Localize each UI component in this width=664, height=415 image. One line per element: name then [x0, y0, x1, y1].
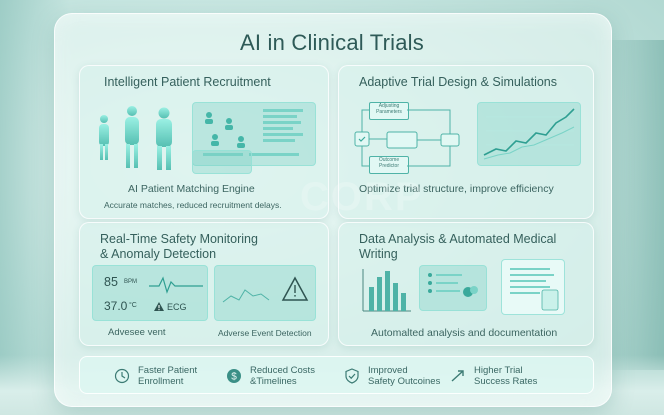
heart-rate-unit: BPM	[124, 279, 138, 285]
parameters-box: Adjusting Parameters	[369, 102, 409, 120]
benefit-line1: Improved	[368, 365, 408, 376]
trend-line-icon	[483, 108, 575, 160]
user-profile-icons	[203, 109, 303, 156]
adverse-event-screen	[214, 265, 316, 321]
card-title: Intelligent Patient Recruitment	[104, 75, 271, 89]
card-title-line1: Real-Time Safety Monitoring	[100, 232, 258, 246]
benefit-line2: Enrollment	[138, 376, 184, 387]
benefit-line2: Safety Outcoines	[368, 376, 441, 387]
card-title-line2: Writing	[359, 247, 398, 261]
analysis-dashboard	[419, 265, 487, 311]
benefit-reduced-costs[interactable]: $ Reduced Costs&Timelines	[226, 364, 315, 388]
shield-icon	[345, 368, 359, 384]
benefit-line1: Faster Patient	[138, 365, 198, 376]
card-data-analysis[interactable]: Data Analysis & Automated Medical Writin…	[338, 222, 594, 346]
page-title: AI in Clinical Trials	[240, 30, 424, 55]
temperature-unit: °C	[129, 302, 137, 309]
card-patient-recruitment[interactable]: Intelligent Patient Recruitment	[79, 65, 329, 219]
card-caption: Automalted analysis and documentation	[371, 327, 558, 339]
benefit-line2: &Timelines	[250, 376, 297, 387]
trend-arrow-icon	[451, 370, 464, 382]
matching-engine-screen	[192, 102, 316, 166]
benefit-line2: Success Rates	[474, 376, 538, 387]
card-caption: AI Patient Matching Engine	[128, 183, 255, 195]
workflow-diagram-icon	[354, 109, 460, 167]
heartbeat-wave-icon	[149, 276, 203, 294]
card-adaptive-design[interactable]: Adaptive Trial Design & Simulations Adju…	[338, 65, 594, 219]
patient-figures-icon	[99, 106, 172, 170]
ecg-label: ECG	[167, 302, 187, 312]
temperature-value: 37.0	[104, 299, 128, 313]
card-caption: Optimize trial structure, improve effici…	[359, 183, 554, 195]
svg-text:$: $	[231, 372, 237, 383]
card-title-line2: & Anomaly Detection	[100, 247, 217, 261]
benefit-line1: Higher Trial	[474, 365, 523, 376]
bar-chart-icon	[362, 269, 411, 312]
card-title: Adaptive Trial Design & Simulations	[359, 75, 558, 89]
card-title-line1: Data Analysis & Automated Medical	[359, 232, 557, 246]
card-subcaption: Accurate matches, reduced recruitment de…	[104, 200, 282, 210]
watermark-text: CORP	[300, 175, 424, 219]
dashboard-list-icon	[428, 273, 478, 297]
caption-right: Adverse Event Detection	[218, 328, 312, 338]
clock-icon	[114, 368, 130, 384]
card-safety-monitoring[interactable]: Real-Time Safety Monitoring & Anomaly De…	[79, 222, 329, 346]
simulation-chart	[477, 102, 581, 166]
anomaly-wave-icon	[222, 276, 309, 303]
caption-left: Advesee vent	[108, 327, 166, 338]
warning-small-icon	[154, 302, 164, 311]
dollar-icon: $	[227, 369, 241, 383]
document-lines-icon	[510, 268, 559, 311]
predictor-box: Outcome Predictor	[369, 156, 409, 174]
match-results-panel	[192, 150, 252, 174]
medical-document	[501, 259, 565, 315]
heart-rate-value: 85	[104, 275, 118, 289]
benefit-line1: Reduced Costs	[250, 365, 315, 376]
vitals-monitor	[92, 265, 208, 321]
